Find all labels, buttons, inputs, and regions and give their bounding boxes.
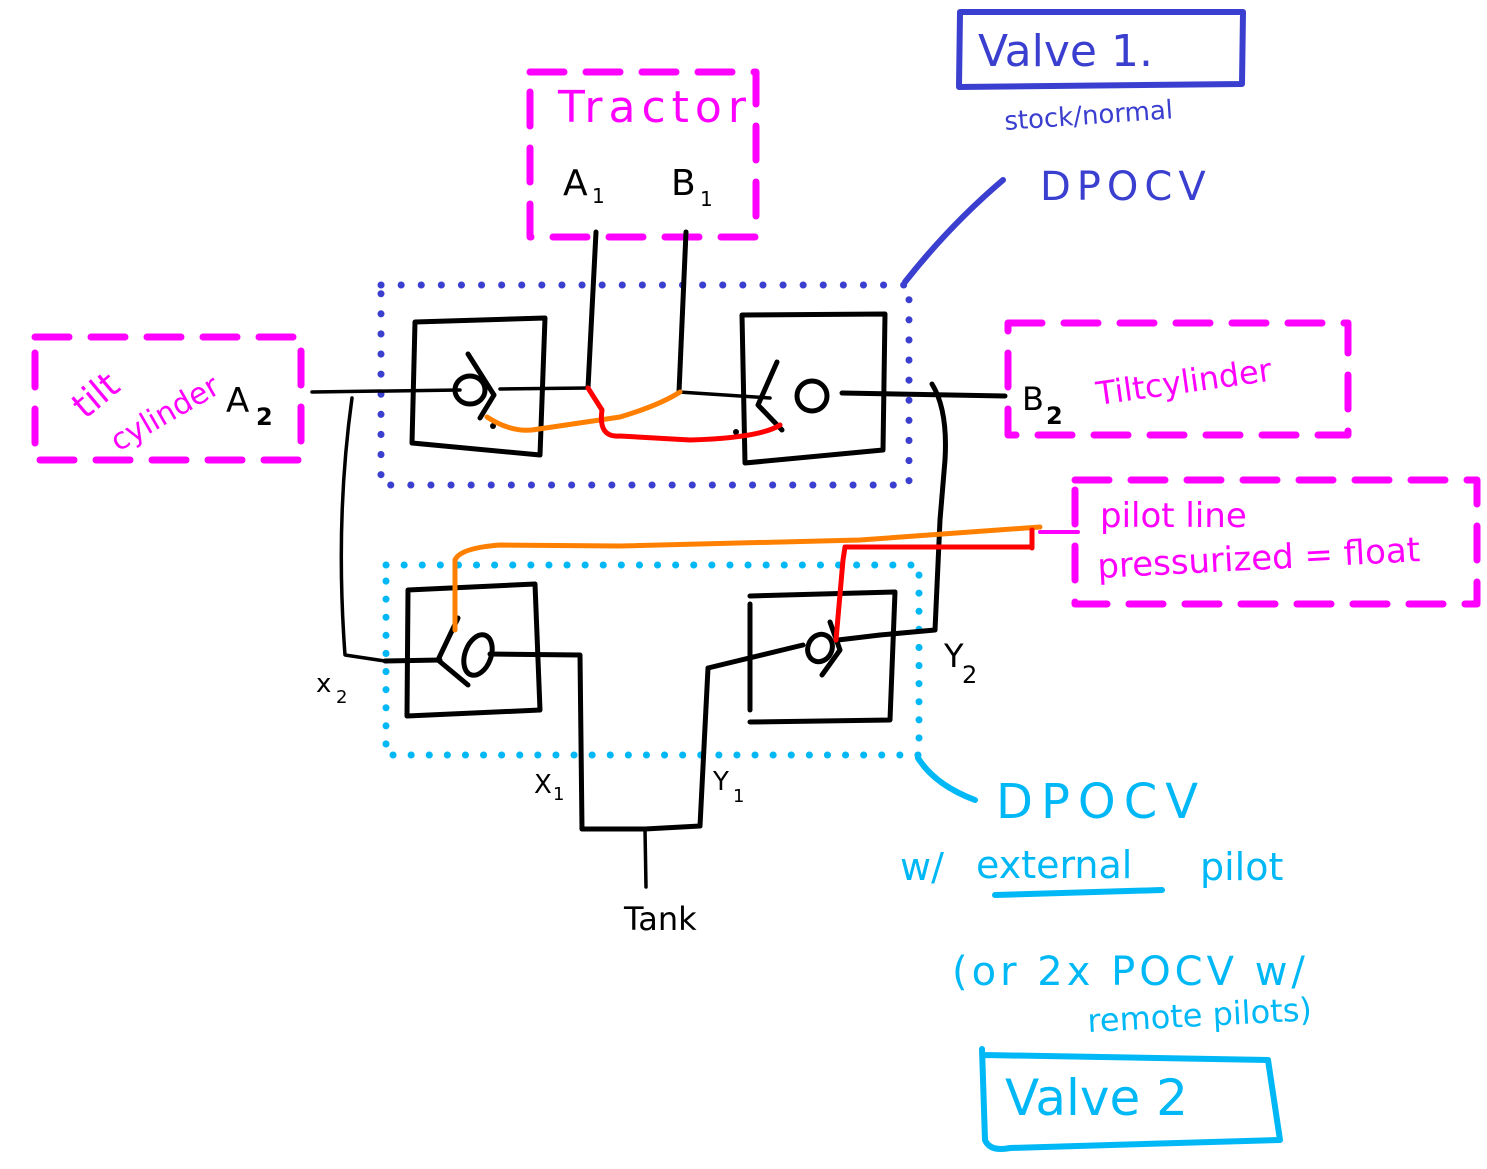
valve2-right-square: [747, 589, 898, 725]
valve2-title-box: Valve 2: [979, 1046, 1283, 1152]
alt-note-line-2: remote pilots): [1086, 990, 1312, 1040]
port-x2-subscript: 2: [336, 687, 347, 708]
tilt-cylinder-right-label: Tiltcylinder: [1093, 351, 1275, 413]
line-y1: [697, 642, 806, 829]
line-b1: [676, 229, 689, 395]
port-x2-label: x: [316, 669, 331, 699]
valve2-type-label: DPOCV: [996, 774, 1206, 830]
line-b1-to-valve: [677, 390, 772, 400]
valve1-subtitle: stock/normal: [1003, 95, 1174, 137]
valve2-left-ball: [461, 632, 495, 678]
valve1-title-box: Valve 1.: [956, 9, 1246, 90]
line-b2-to-y2: [877, 381, 948, 638]
valve1-right-square: [739, 311, 888, 466]
tractor-dashed-border: [526, 68, 760, 241]
tractor-label: Tractor: [557, 82, 752, 133]
port-a1-label: A: [563, 163, 588, 204]
valve1-leader-line: [902, 177, 1006, 285]
valve2-left-seat: [435, 615, 471, 688]
valve1-left-check-valve: [409, 315, 548, 458]
line-a2: [310, 388, 462, 394]
valve2-pilot-orange: [452, 524, 1043, 633]
external-underline: [992, 887, 1165, 898]
port-b1-subscript: 1: [700, 187, 713, 211]
tilt-cylinder-right-dashed-border: [1004, 319, 1352, 439]
port-b1-label: B: [671, 163, 696, 204]
valve1-right-check-valve: [733, 311, 888, 466]
valve1-type-label: DPOCV: [1040, 164, 1212, 210]
line-x1: [487, 651, 585, 832]
line-y2-to-valve: [835, 632, 883, 643]
port-y2-label: Y: [943, 637, 964, 675]
tilt-cylinder-right-box: B 2 Tiltcylinder: [1004, 319, 1352, 439]
valve1-right-dot: [733, 429, 739, 435]
port-a2-label: A: [226, 381, 249, 421]
tilt-cylinder-left-label-2: cylinder: [105, 368, 227, 459]
tank-label: Tank: [623, 900, 697, 938]
port-y2-subscript: 2: [962, 661, 977, 689]
valve1-left-ball: [452, 373, 488, 407]
port-y1-label: Y: [712, 767, 729, 797]
valve2-pilot-red: [833, 544, 1035, 643]
pilot-note-line-1: pilot line: [1100, 496, 1247, 536]
valve1-left-dot: [490, 423, 496, 429]
line-tank: [643, 827, 648, 889]
valve2-right-seat: [819, 619, 843, 678]
line-tank-tee: [579, 823, 703, 832]
port-b2-label: B: [1022, 380, 1044, 418]
valve2-right-check-valve: [747, 589, 898, 725]
tilt-cylinder-left-dashed-border: [31, 333, 305, 464]
pilot-note-line-2: pressurized = float: [1096, 530, 1421, 587]
valve1-title: Valve 1.: [978, 26, 1153, 77]
valve2-note-emphasis: external: [976, 843, 1132, 887]
valve1-dotted-boundary: [377, 281, 913, 489]
pilot-note-dashed-border: [1071, 476, 1481, 608]
valve1-pilot-red: [585, 385, 783, 443]
valve1-pilot-orange: [484, 389, 683, 433]
port-a1-subscript: 1: [592, 184, 605, 208]
valve2-note-suffix: pilot: [1200, 845, 1283, 889]
line-b2: [839, 390, 1008, 399]
valve2-left-square: [404, 581, 543, 719]
port-a2-subscript: 2: [256, 403, 273, 431]
line-a2-to-x2: [339, 396, 387, 663]
line-x2-to-valve: [382, 657, 443, 664]
valve2-leader-line: [915, 755, 978, 803]
tilt-cylinder-left-label-1: tilt: [64, 364, 127, 426]
valve1-left-seat: [465, 351, 497, 421]
pilot-lines: [452, 385, 1043, 643]
valve1-box-outline: [956, 9, 1246, 90]
pilot-note-box: pilot line pressurized = float: [1038, 476, 1481, 608]
valve2-right-ball: [805, 631, 835, 665]
valve2-box-outline: [979, 1046, 1283, 1152]
port-y1-subscript: 1: [733, 786, 744, 807]
port-b2-subscript: 2: [1046, 402, 1063, 430]
line-a1: [585, 229, 599, 391]
alt-note-line-1: (or 2x POCV w/: [952, 949, 1309, 995]
valve1-left-square: [409, 315, 548, 458]
valve1-right-seat: [755, 359, 785, 433]
valve2-note-prefix: w/: [900, 845, 944, 889]
valve2-left-check-valve: [404, 581, 543, 719]
port-x1-label: X: [534, 770, 552, 800]
valve2-title: Valve 2: [1005, 1069, 1188, 1127]
port-x1-subscript: 1: [553, 784, 564, 805]
tilt-cylinder-left-box: tilt cylinder A 2: [31, 333, 305, 464]
tractor-box: Tractor A 1 B 1: [526, 68, 760, 241]
valve1-right-ball: [794, 378, 830, 414]
